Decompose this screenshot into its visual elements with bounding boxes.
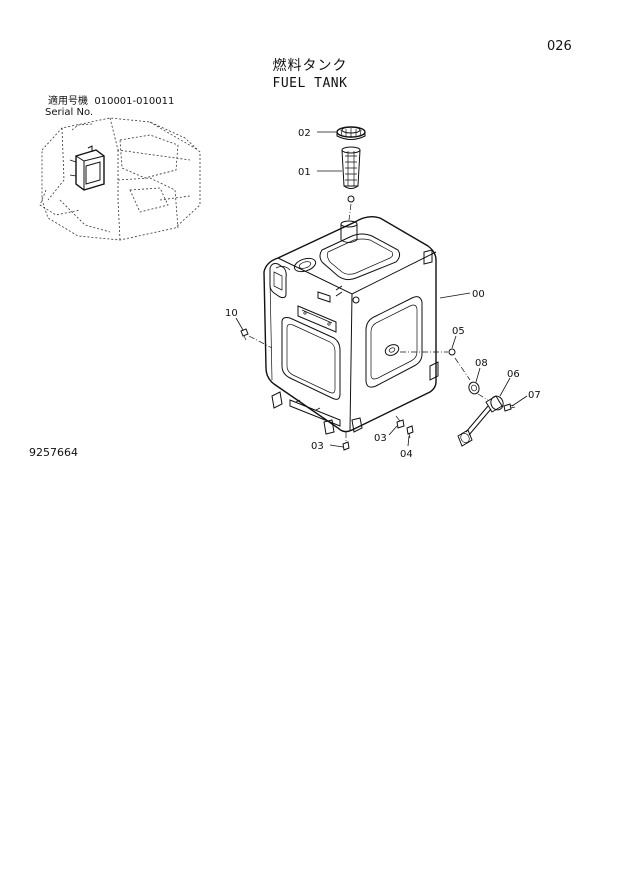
serial-label-japanese: 適用号機 (48, 96, 88, 107)
callout-05: 05 (452, 326, 465, 337)
drawing-number: 9257664 (29, 446, 78, 459)
bolt-part-03 (396, 419, 405, 429)
callout-00: 00 (472, 289, 485, 300)
bolt-part-03-lower (342, 441, 350, 451)
callout-07: 07 (528, 390, 541, 401)
callout-08: 08 (475, 358, 488, 369)
part-callouts: 02 01 00 10 05 08 06 07 03 04 03 (225, 128, 541, 460)
leader-lines (235, 131, 528, 448)
callout-02: 02 (298, 128, 311, 139)
machine-location-thumbnail (39, 117, 201, 241)
callout-03-upper: 03 (374, 433, 387, 444)
strainer-part-01 (341, 146, 361, 203)
fuel-tank-body (263, 215, 439, 435)
page-title-japanese: 燃料タンク (272, 58, 348, 74)
page-title-english: FUEL TANK (272, 76, 348, 91)
serial-applicability: 適用号機 010001-010011 (48, 97, 174, 107)
serial-label-english: Serial No. (45, 107, 94, 118)
page-number: 026 (547, 39, 572, 54)
plug-part-05 (448, 348, 456, 356)
callout-01: 01 (298, 167, 311, 178)
callout-06: 06 (507, 369, 520, 380)
callout-04: 04 (400, 449, 413, 460)
washer-part-04 (406, 425, 414, 439)
callout-03-lower: 03 (311, 441, 324, 452)
filler-cap-part-02 (336, 126, 366, 140)
callout-10: 10 (225, 308, 238, 319)
bolt-part-10 (240, 328, 249, 341)
fuel-sensor-part-06 (457, 395, 504, 447)
gasket-part-08 (468, 381, 480, 395)
serial-range: 010001-010011 (94, 96, 175, 107)
